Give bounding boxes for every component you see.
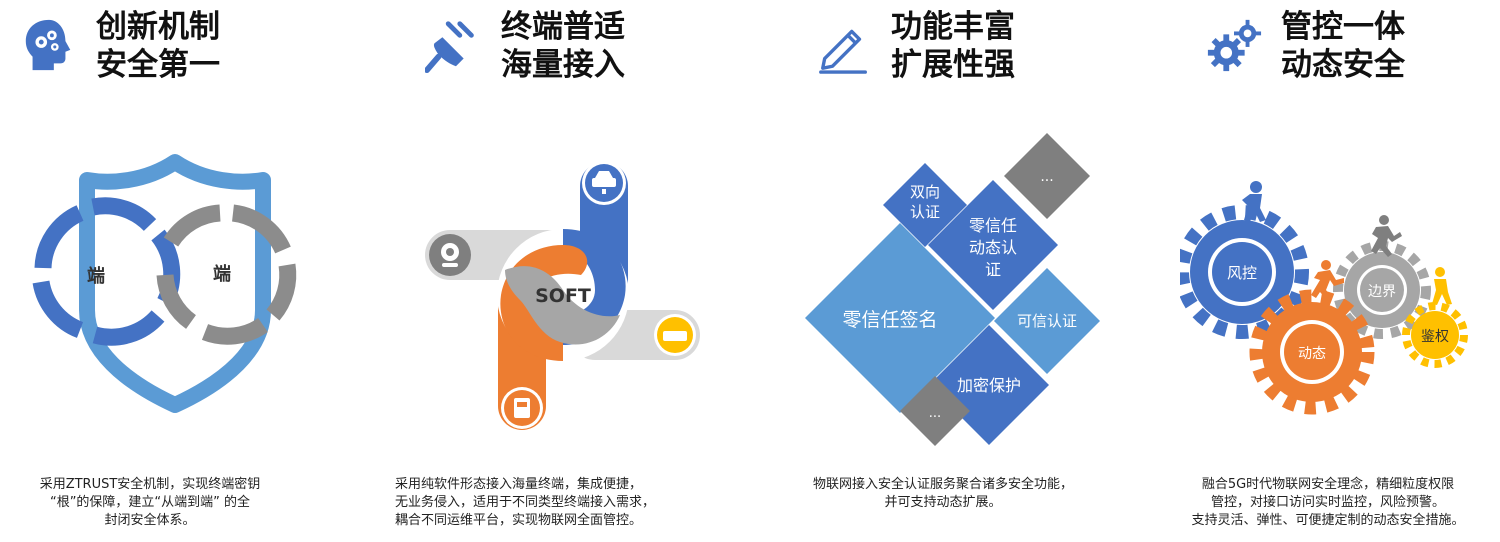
left-end-label: 端 xyxy=(87,266,105,287)
feature-header: 创新机制 安全第一 xyxy=(20,8,220,84)
plug-icon xyxy=(425,21,474,74)
auth-gear: 鉴权 xyxy=(1402,302,1468,368)
center-soft-label: SOFT xyxy=(535,285,591,307)
mutual-auth-diamond: 双向 认证 xyxy=(883,163,967,247)
shield-illustration: 端 端 xyxy=(32,154,297,413)
feature-description: 融合5G时代物联网安全理念，精细粒度权限 管控，对接口访问实时监控，风险预警。 … xyxy=(1191,477,1465,528)
soft-illustration: SOFT xyxy=(425,161,700,430)
head-gears-icon xyxy=(25,19,71,71)
feature-innovation: 创新机制 安全第一 端 端 采用ZTRUST安全机制，实现终端密钥 “根”的保障… xyxy=(0,0,375,542)
feature-rich-functions: 功能丰富 扩展性强 零信任签名 双向 认证 零信任 动态认 证 ... 可信认证 xyxy=(750,0,1125,542)
big-diamond: 零信任签名 xyxy=(805,223,995,413)
svg-text:动态: 动态 xyxy=(1298,346,1326,362)
runner-icon-gray xyxy=(1371,215,1402,257)
feature-title: 终端普适 海量接入 xyxy=(501,9,625,83)
gears-icon xyxy=(1207,19,1262,72)
zero-trust-diamond: 零信任 动态认 证 xyxy=(928,180,1058,310)
runner-icon-orange xyxy=(1311,260,1344,301)
svg-text:鉴权: 鉴权 xyxy=(1421,329,1449,345)
feature-integrated-control: 管控一体 动态安全 风控 边界 动态 鉴权 xyxy=(1125,0,1500,542)
feature-universal-access: 终端普适 海量接入 SOFT 采用纯软件形态接入海量终端，集成便捷， 无业务侵入… xyxy=(375,0,750,542)
feature-title: 功能丰富 扩展性强 xyxy=(891,9,1015,83)
svg-text:认证: 认证 xyxy=(910,203,940,221)
svg-text:动态认: 动态认 xyxy=(969,238,1017,257)
risk-control-gear: 风控 xyxy=(1180,205,1309,339)
svg-text:零信任签名: 零信任签名 xyxy=(842,309,937,331)
feature-header: 管控一体 动态安全 xyxy=(1205,8,1405,84)
boundary-gear: 边界 xyxy=(1333,241,1431,339)
diamond-illustration: 零信任签名 双向 认证 零信任 动态认 证 ... 可信认证 加密保护 ... xyxy=(805,133,1100,446)
shield-outline xyxy=(79,154,271,413)
svg-text:双向: 双向 xyxy=(910,183,940,201)
svg-text:...: ... xyxy=(1040,169,1053,185)
pencil-icon xyxy=(819,29,867,74)
svg-text:...: ... xyxy=(929,406,941,421)
svg-text:证: 证 xyxy=(985,260,1001,279)
runner-icon-blue xyxy=(1242,181,1266,222)
gray-swirl xyxy=(505,266,620,345)
feature-title: 管控一体 动态安全 xyxy=(1281,9,1405,83)
feature-description: 采用纯软件形态接入海量终端，集成便捷， 无业务侵入，适用于不同类型终端接入需求，… xyxy=(395,477,656,528)
feature-description: 物联网接入安全认证服务聚合诸多安全功能， 并可支持动态扩展。 xyxy=(812,477,1073,510)
svg-text:加密保护: 加密保护 xyxy=(957,376,1021,395)
trusted-auth-diamond: 可信认证 xyxy=(994,268,1100,374)
svg-text:风控: 风控 xyxy=(1227,264,1257,282)
gears-illustration: 风控 边界 动态 鉴权 xyxy=(1180,181,1468,415)
svg-text:边界: 边界 xyxy=(1368,284,1396,300)
feature-header: 终端普适 海量接入 xyxy=(425,8,625,84)
feature-title: 创新机制 安全第一 xyxy=(96,9,220,83)
dynamic-gear: 动态 xyxy=(1249,289,1375,415)
right-end-label: 端 xyxy=(213,264,231,285)
walker-icon-yellow xyxy=(1432,267,1452,305)
left-ring xyxy=(32,197,181,346)
more-diamond-top: ... xyxy=(1004,133,1090,219)
more-diamond-bottom: ... xyxy=(900,376,970,446)
svg-text:可信认证: 可信认证 xyxy=(1017,312,1077,330)
feature-description: 采用ZTRUST安全机制，实现终端密钥 “根”的保障，建立“从端到端” 的全 封… xyxy=(39,477,261,528)
right-ring xyxy=(156,204,297,345)
svg-text:零信任: 零信任 xyxy=(969,216,1017,235)
feature-header: 功能丰富 扩展性强 xyxy=(815,8,1015,84)
